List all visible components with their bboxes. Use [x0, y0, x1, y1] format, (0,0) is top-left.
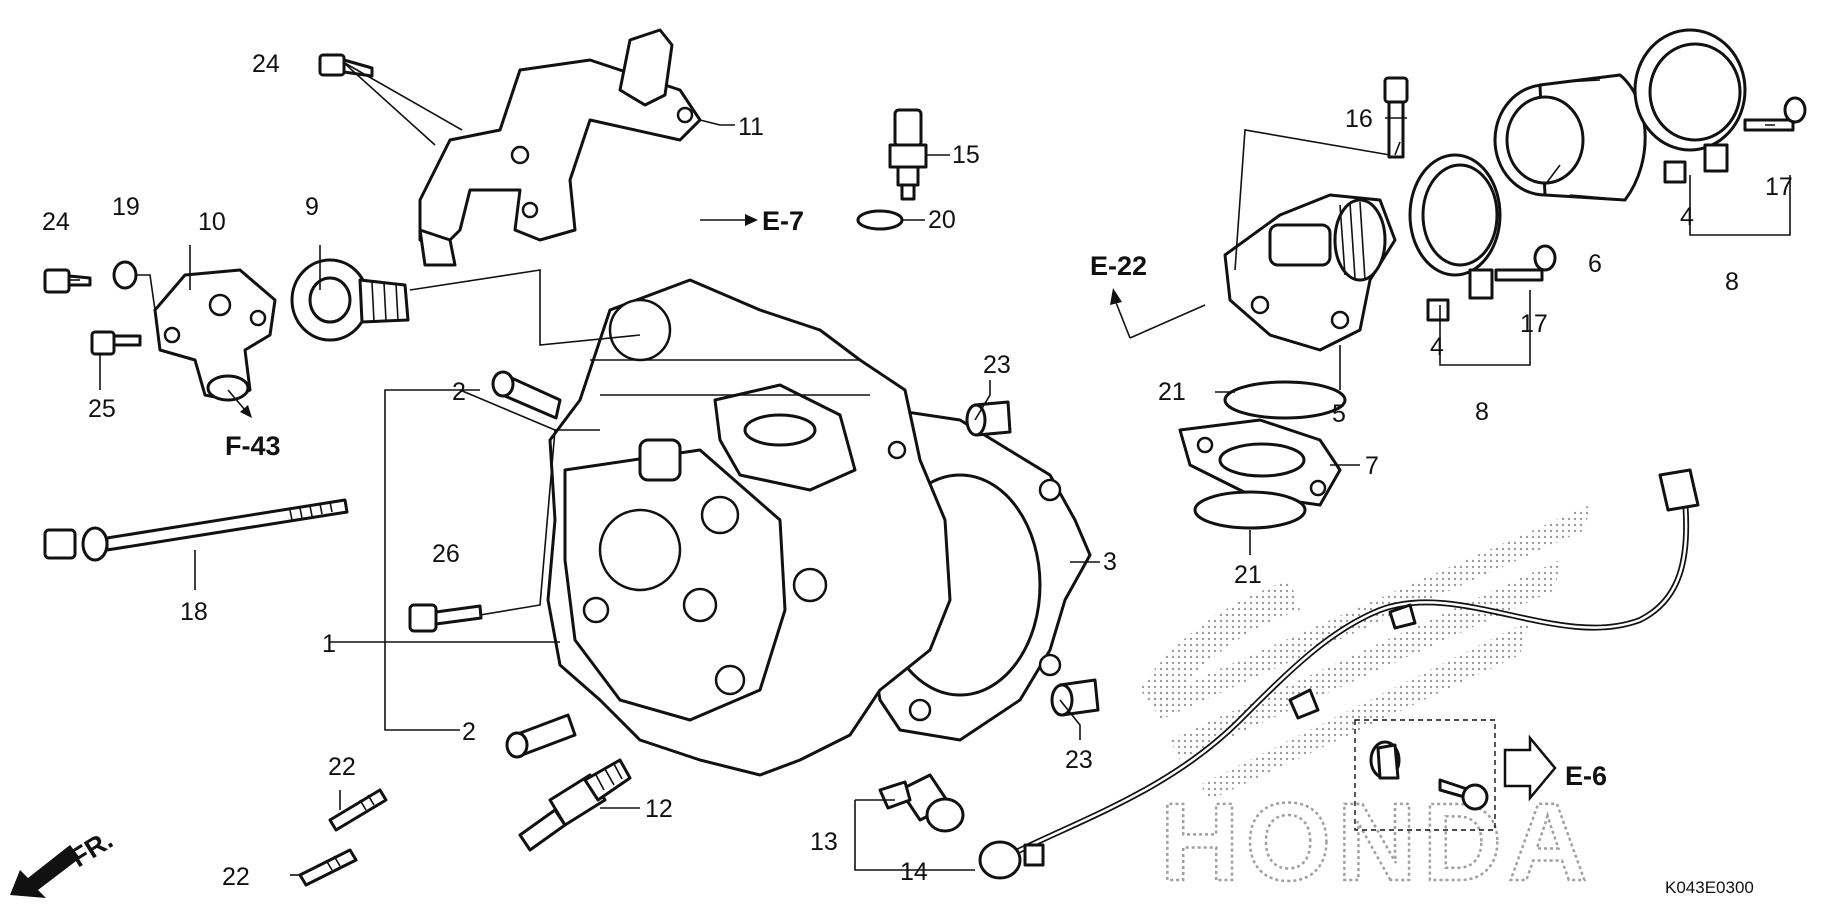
e6-detail-box — [1354, 719, 1496, 831]
ref-label-e6: E-6 — [1565, 761, 1607, 791]
callout-22-upper: 22 — [328, 753, 356, 781]
callout-4-upper: 4 — [1680, 203, 1694, 231]
sensor-wire-14 — [978, 468, 1700, 880]
callout-14: 14 — [900, 858, 928, 886]
callout-4-lower: 4 — [1430, 333, 1444, 361]
bolt-26 — [408, 603, 483, 633]
callout-22-lower: 22 — [222, 863, 250, 891]
bolt-e6 — [1438, 778, 1489, 811]
dowel-pin-2-lower — [505, 713, 577, 759]
gasket-21-lower — [1193, 490, 1307, 530]
callout-26: 26 — [432, 540, 460, 568]
callout-11: 11 — [738, 113, 764, 141]
callout-15: 15 — [952, 141, 980, 169]
cylinder-head-1 — [546, 278, 952, 777]
front-direction-label: FR. — [65, 825, 118, 873]
ref-label-e22: E-22 — [1090, 251, 1147, 281]
honda-watermark-text: HONDA — [1160, 781, 1593, 904]
clip-e6 — [1369, 740, 1401, 780]
clamp-8-upper — [1633, 28, 1747, 184]
callout-23-upper: 23 — [983, 351, 1011, 379]
callout-17-upper: 17 — [1765, 173, 1793, 201]
stud-22-upper — [328, 788, 388, 832]
callout-19: 19 — [112, 193, 140, 221]
thermostat-9 — [290, 258, 410, 342]
sensor-15 — [888, 108, 928, 201]
front-direction-arrow — [10, 845, 80, 898]
callout-13: 13 — [810, 828, 838, 856]
collar-23-upper — [965, 400, 1012, 437]
callout-1: 1 — [322, 630, 336, 658]
ref-label-e7: E-7 — [762, 206, 804, 236]
callout-10: 10 — [198, 208, 226, 236]
callout-7: 7 — [1365, 452, 1379, 480]
callout-25: 25 — [88, 395, 116, 423]
callout-24-top: 24 — [252, 50, 280, 78]
bolt-24-top — [318, 53, 374, 78]
callout-6: 6 — [1588, 250, 1602, 278]
hose-6 — [1493, 73, 1647, 202]
ref-label-f43: F-43 — [225, 431, 281, 461]
bracket-11 — [418, 28, 702, 267]
callout-18: 18 — [180, 598, 208, 626]
sensor-13 — [878, 773, 965, 833]
spark-plug-12 — [518, 758, 632, 852]
insulator-5 — [1223, 193, 1397, 352]
callout-23-lower: 23 — [1065, 746, 1093, 774]
callout-24-left: 24 — [42, 208, 70, 236]
stud-bolt-18 — [43, 498, 349, 562]
callout-12: 12 — [645, 795, 673, 823]
callout-21-upper: 21 — [1158, 378, 1186, 406]
callout-5: 5 — [1332, 400, 1346, 428]
collar-23-lower — [1050, 678, 1100, 717]
callout-8-upper: 8 — [1725, 268, 1739, 296]
callout-21-lower: 21 — [1234, 561, 1262, 589]
clamp-8-lower — [1408, 153, 1502, 322]
ref-arrow-e7 — [700, 214, 758, 226]
gasket-21-upper — [1223, 380, 1347, 420]
callout-17-lower: 17 — [1520, 310, 1548, 338]
callout-20: 20 — [928, 206, 956, 234]
callout-9: 9 — [305, 193, 319, 221]
bolt-17-lower — [1494, 244, 1557, 282]
stud-22-lower — [298, 848, 358, 887]
thermostat-cover-10 — [153, 268, 277, 402]
ref-arrow-f43 — [227, 389, 252, 418]
bolt-24-left — [43, 268, 92, 294]
callout-8-lower: 8 — [1475, 398, 1489, 426]
washer-19 — [112, 260, 138, 290]
diagram-code: K043E0300 — [1665, 878, 1754, 897]
plate-7 — [1178, 418, 1342, 507]
callout-2-upper: 2 — [452, 378, 466, 406]
ref-arrow-e22 — [1110, 288, 1206, 339]
callout-2-lower: 2 — [462, 718, 476, 746]
dowel-pin-2-upper — [491, 370, 562, 420]
callout-16: 16 — [1345, 105, 1373, 133]
ref-arrow-e6 — [1503, 734, 1557, 802]
washer-20 — [856, 209, 904, 231]
callout-3: 3 — [1103, 548, 1117, 576]
leader-lines — [69, 61, 1791, 876]
bolt-25 — [90, 330, 142, 356]
